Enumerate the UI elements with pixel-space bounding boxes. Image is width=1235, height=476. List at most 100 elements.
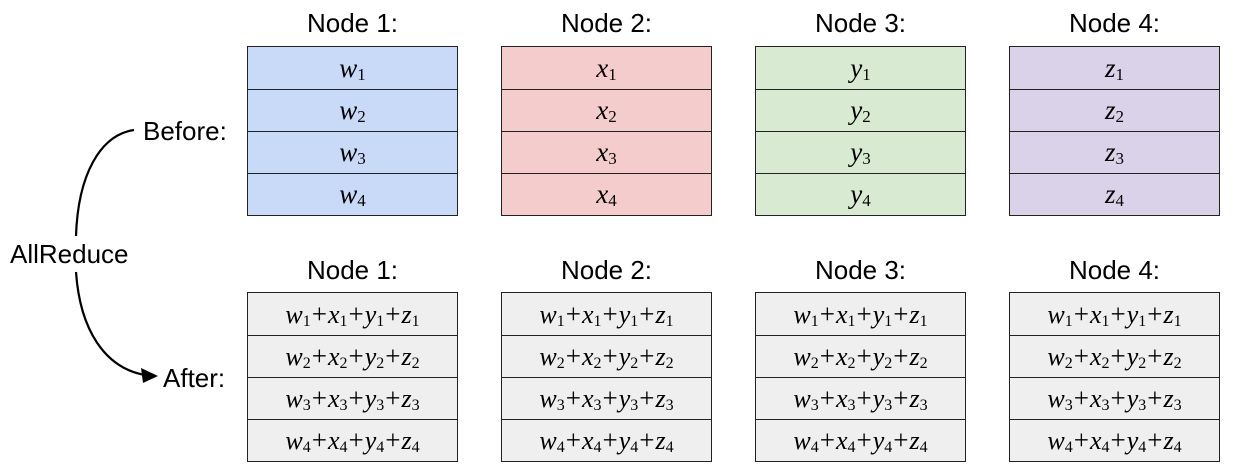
variable: w <box>285 384 303 413</box>
before-cell: w4 <box>248 173 457 215</box>
cell-sum: w1+x1+y1+z1 <box>539 299 673 330</box>
variable: y <box>872 426 885 455</box>
cell-value: x4 <box>596 179 616 210</box>
subscript: 4 <box>302 439 311 456</box>
after-cell: w4+x4+y4+z4 <box>756 419 965 461</box>
variable: z <box>655 384 666 413</box>
plus-operator: + <box>311 425 327 455</box>
variable: x <box>835 342 848 371</box>
cell-value: x2 <box>596 95 616 126</box>
variable: x <box>327 342 340 371</box>
before-cell: y2 <box>756 89 965 131</box>
variable: z <box>909 426 920 455</box>
variable: y <box>618 384 631 413</box>
variable: w <box>339 179 358 209</box>
variable: w <box>285 426 303 455</box>
plus-operator: + <box>1073 383 1089 413</box>
subscript: 1 <box>1173 312 1182 330</box>
variable: x <box>596 52 609 83</box>
plus-operator: + <box>1147 383 1163 413</box>
cell-sum: w4+x4+y4+z4 <box>539 425 673 456</box>
plus-operator: + <box>348 341 364 371</box>
variable: w <box>285 299 303 329</box>
variable: w <box>793 384 811 413</box>
before-node-column: z1 z2 z3 z4 <box>1009 46 1220 216</box>
variable: w <box>339 137 358 167</box>
cell-sum: w3+x3+y3+z3 <box>539 383 673 414</box>
cell-sum: w3+x3+y3+z3 <box>285 383 419 414</box>
plus-operator: + <box>1147 298 1163 329</box>
variable: z <box>1104 52 1116 83</box>
variable: z <box>655 299 666 329</box>
subscript: 3 <box>1173 397 1182 414</box>
variable: y <box>872 299 885 329</box>
subscript: 3 <box>608 149 617 168</box>
cell-value: w4 <box>339 179 366 210</box>
subscript: 1 <box>302 312 311 330</box>
after-cell: w2+x2+y2+z2 <box>756 335 965 377</box>
before-cell: z3 <box>1010 131 1219 173</box>
cell-sum: w1+x1+y1+z1 <box>793 299 927 330</box>
subscript: 3 <box>919 397 928 414</box>
subscript: 4 <box>1138 439 1147 456</box>
cell-value: y4 <box>850 179 870 210</box>
variable: w <box>539 342 557 371</box>
subscript: 1 <box>339 312 348 330</box>
variable: y <box>364 384 377 413</box>
variable: x <box>835 299 848 329</box>
plus-operator: + <box>639 341 655 371</box>
variable: x <box>581 384 594 413</box>
subscript: 4 <box>608 191 617 210</box>
plus-operator: + <box>819 425 835 455</box>
variable: y <box>364 426 377 455</box>
subscript: 4 <box>1115 191 1125 210</box>
subscript: 2 <box>630 355 639 372</box>
cell-value: z2 <box>1105 95 1124 126</box>
cell-sum: w2+x2+y2+z2 <box>285 341 419 372</box>
subscript: 2 <box>302 355 311 372</box>
plus-operator: + <box>602 425 618 455</box>
subscript: 3 <box>411 397 420 414</box>
subscript: 1 <box>1115 64 1125 84</box>
variable: x <box>596 179 609 209</box>
plus-operator: + <box>311 298 327 329</box>
cell-sum: w4+x4+y4+z4 <box>1047 425 1181 456</box>
subscript: 4 <box>1064 439 1073 456</box>
subscript: 3 <box>1101 397 1110 414</box>
cell-value: w2 <box>339 95 366 126</box>
plus-operator: + <box>385 425 401 455</box>
subscript: 2 <box>884 355 893 372</box>
variable: y <box>850 137 863 167</box>
after-node-title: Node 4: <box>1068 255 1161 285</box>
cell-value: x1 <box>596 53 616 84</box>
plus-operator: + <box>311 341 327 371</box>
subscript: 2 <box>1064 355 1073 372</box>
after-cell: w1+x1+y1+z1 <box>502 293 711 335</box>
before-cell: x2 <box>502 89 711 131</box>
plus-operator: + <box>1110 383 1126 413</box>
subscript: 2 <box>1101 355 1110 372</box>
cell-value: w3 <box>339 137 366 168</box>
variable: w <box>539 426 557 455</box>
variable: w <box>793 426 811 455</box>
subscript: 3 <box>302 397 311 414</box>
subscript: 4 <box>1173 439 1182 456</box>
before-cell: x3 <box>502 131 711 173</box>
subscript: 3 <box>357 149 366 168</box>
cell-sum: w2+x2+y2+z2 <box>539 341 673 372</box>
subscript: 2 <box>556 355 565 372</box>
variable: y <box>618 426 631 455</box>
subscript: 1 <box>847 312 856 330</box>
subscript: 3 <box>376 397 385 414</box>
after-cell: w3+x3+y3+z3 <box>1010 377 1219 419</box>
variable: y <box>1126 342 1139 371</box>
plus-operator: + <box>819 298 835 329</box>
cell-value: z4 <box>1105 179 1124 210</box>
cell-value: x3 <box>596 137 616 168</box>
before-label: Before: <box>143 116 227 146</box>
variable: x <box>581 342 594 371</box>
subscript: 4 <box>810 439 819 456</box>
after-cell: w4+x4+y4+z4 <box>248 419 457 461</box>
subscript: 3 <box>810 397 819 414</box>
